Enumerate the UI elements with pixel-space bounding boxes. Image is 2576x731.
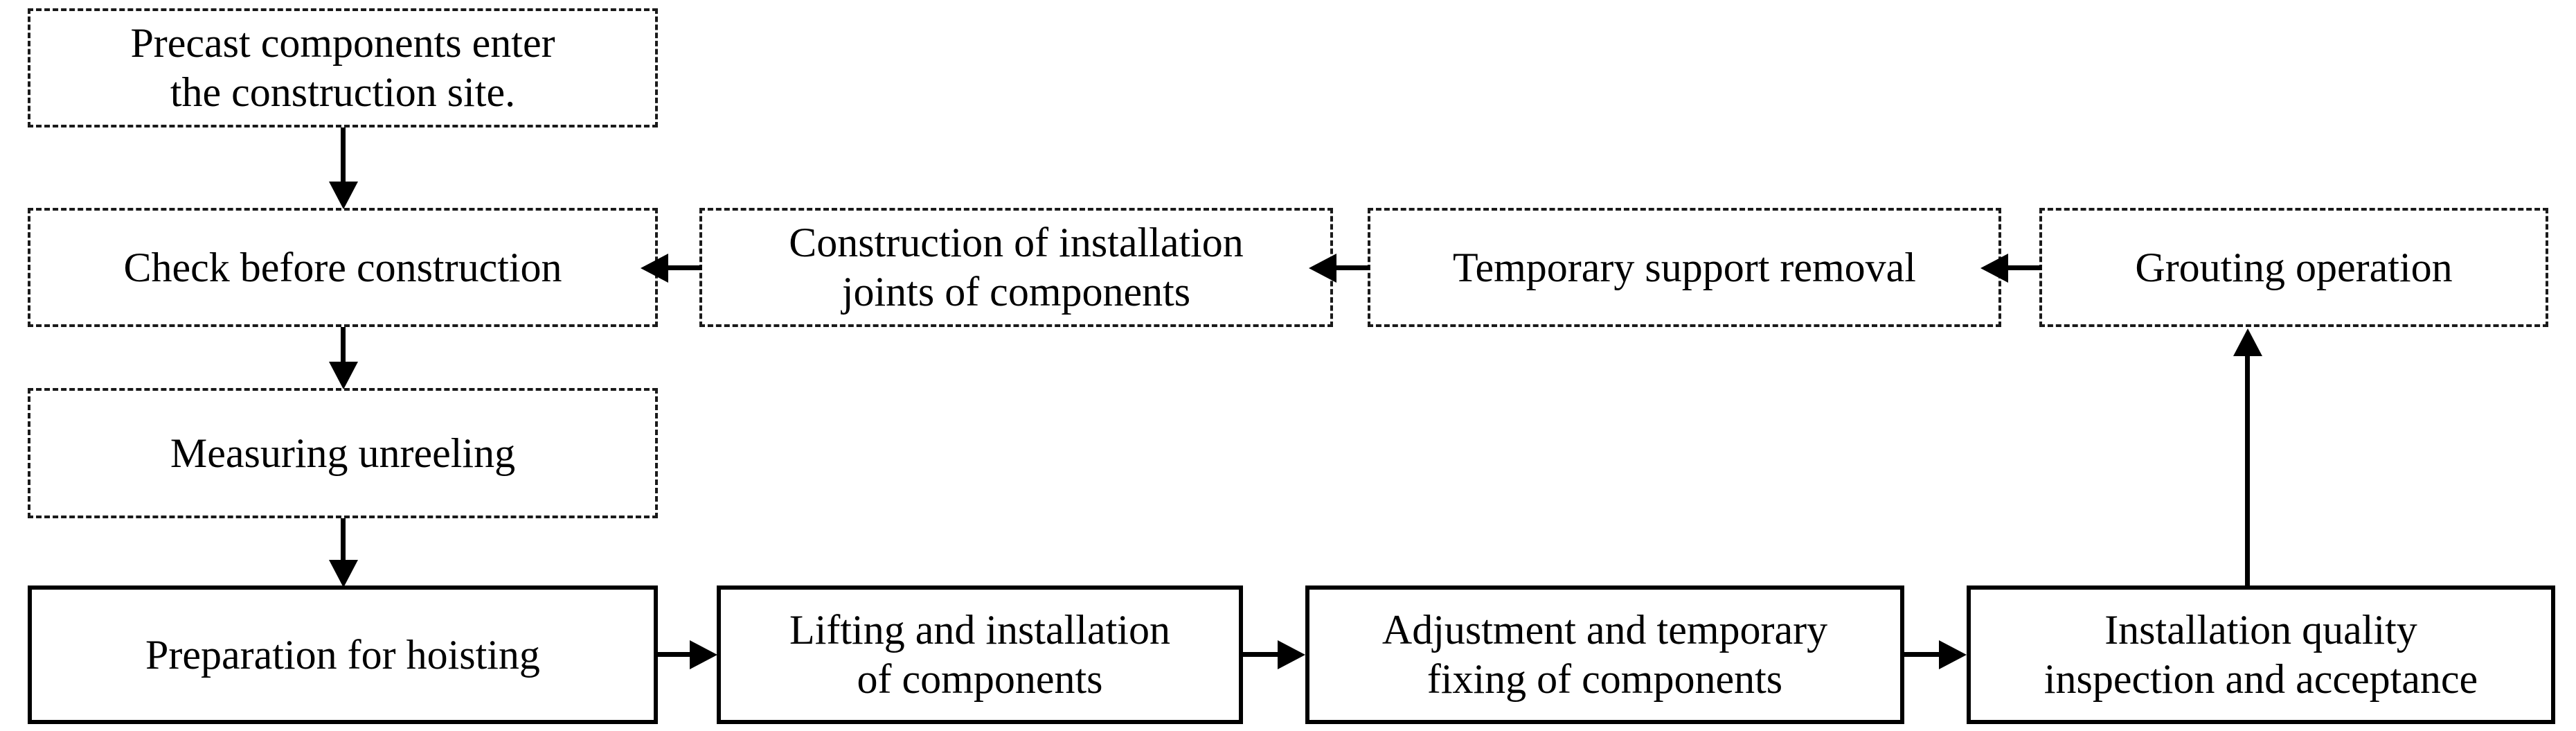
node-label: Precast components enter the constructio… <box>130 20 555 115</box>
arrowhead-right-icon <box>1939 640 1967 669</box>
node-label: Lifting and installation of components <box>789 607 1170 702</box>
node-adjustment-temporary-fixing[interactable]: Adjustment and temporary fixing of compo… <box>1305 585 1904 724</box>
node-construction-installation-joints[interactable]: Construction of installation joints of c… <box>699 208 1333 327</box>
edge-line <box>1335 265 1370 270</box>
arrowhead-left-icon <box>1309 254 1336 283</box>
node-label: Grouting operation <box>2135 244 2453 290</box>
arrowhead-right-icon <box>1278 640 1305 669</box>
node-label: Installation quality inspection and acce… <box>2043 607 2478 702</box>
node-label: Check before construction <box>123 244 562 290</box>
edge-line <box>1243 652 1279 657</box>
arrowhead-left-icon <box>641 254 668 283</box>
edge-line <box>341 327 346 363</box>
node-label: Preparation for hoisting <box>145 631 540 678</box>
node-precast-entry[interactable]: Precast components enter the constructio… <box>28 8 658 127</box>
arrowhead-down-icon <box>329 362 358 389</box>
edge-line <box>341 127 346 183</box>
edge-line <box>658 652 691 657</box>
node-preparation-for-hoisting[interactable]: Preparation for hoisting <box>28 585 658 724</box>
node-label: Temporary support removal <box>1453 244 1916 290</box>
node-check-before-construction[interactable]: Check before construction <box>28 208 658 327</box>
node-label: Measuring unreeling <box>170 430 516 476</box>
edge-line <box>2007 265 2041 270</box>
node-label: Adjustment and temporary fixing of compo… <box>1381 607 1828 702</box>
edge-line <box>667 265 701 270</box>
node-lifting-installation-components[interactable]: Lifting and installation of components <box>717 585 1243 724</box>
arrowhead-up-icon <box>2233 328 2262 356</box>
node-installation-quality-inspection[interactable]: Installation quality inspection and acce… <box>1967 585 2555 724</box>
arrowhead-left-icon <box>1980 254 2008 283</box>
edge-line <box>2245 355 2250 587</box>
edge-line <box>1904 652 1940 657</box>
node-measuring-unreeling[interactable]: Measuring unreeling <box>28 388 658 518</box>
node-temporary-support-removal[interactable]: Temporary support removal <box>1368 208 2001 327</box>
arrowhead-down-icon <box>329 560 358 588</box>
node-grouting-operation[interactable]: Grouting operation <box>2039 208 2548 327</box>
node-label: Construction of installation joints of c… <box>789 220 1244 315</box>
arrowhead-down-icon <box>329 182 358 209</box>
edge-line <box>341 518 346 561</box>
arrowhead-right-icon <box>690 640 717 669</box>
